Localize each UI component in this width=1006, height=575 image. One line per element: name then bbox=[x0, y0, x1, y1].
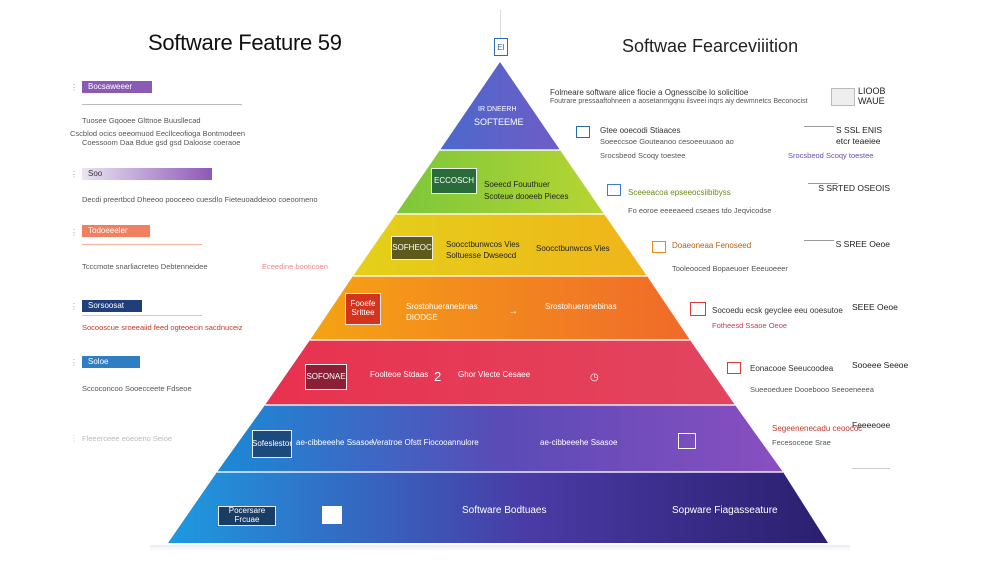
right-item-3-sub: Fotheesd Ssaoe Oeoe bbox=[712, 321, 788, 330]
tier-0-shape bbox=[440, 62, 560, 150]
left-item-3-caption: Socooscue sroeeaiid feed ogteoecin sacdn… bbox=[82, 323, 243, 332]
left-marker-icon: ⋮ bbox=[70, 228, 78, 237]
left-item-2-line bbox=[82, 244, 202, 245]
left-item-0-line bbox=[82, 104, 242, 105]
tier-0-label: SOFTEEME bbox=[474, 117, 524, 127]
tier-3-right-label: Srostohueranebinas bbox=[545, 302, 617, 311]
left-item-1-caption: Decdi preertbcd Dheeoo pooceeo cuesdIo F… bbox=[82, 195, 318, 204]
right-item-1-icon bbox=[607, 184, 621, 196]
tier-1-sub: Scoteue dooeeb Pieces bbox=[484, 192, 569, 201]
right-item-0-line bbox=[804, 126, 834, 127]
right-item-4-title: Eonacooe Seeucoodea bbox=[750, 364, 834, 373]
page-title-right: Softwae Fearceviiition bbox=[622, 36, 799, 56]
right-item-3-title: Socoedu ecsk geyclee eeu ooesutoe bbox=[712, 306, 843, 315]
tier-2-shape bbox=[353, 214, 647, 276]
right-item-0-num2: etcr teaeiee bbox=[836, 136, 881, 146]
left-marker-icon: ⋮ bbox=[70, 434, 78, 443]
right-item-5-num: Feeeeoee bbox=[852, 420, 891, 430]
tier-6-badge: Pocersare Frcuae bbox=[218, 506, 276, 526]
left-item-4-bar: Soloe bbox=[82, 356, 140, 368]
right-item-4-sub: Sueeoeduee Dooebooo Seeoeneeea bbox=[750, 385, 874, 394]
right-item-0-icon bbox=[576, 126, 590, 138]
tier-2-badge: SOFHEOC bbox=[391, 236, 433, 260]
tier-5-sub: ae-cibbeeehe Ssasoe bbox=[296, 438, 374, 447]
tier-2-sub: Soltuesse Dwseocd bbox=[446, 251, 517, 260]
tier-4-shape bbox=[265, 340, 735, 405]
tier-5-box-icon bbox=[678, 433, 696, 449]
right-item-0-accent: Srocsbeod Scoqy toestee bbox=[788, 151, 874, 160]
tier-3-sub: DIODGE bbox=[406, 313, 438, 322]
left-item-1-bar: Soo bbox=[82, 168, 212, 180]
right-item-1-line bbox=[808, 183, 838, 184]
left-item-0-caption2: Cscblod ocics oeeomuod Eecllceofioga Bon… bbox=[70, 129, 246, 138]
corner-logo: LIOOB WAUE bbox=[858, 86, 886, 106]
tier-4-badge: SOFONAE bbox=[305, 364, 347, 390]
left-item-2-caption2: Eceedine booticoen bbox=[262, 262, 328, 271]
right-item-1-title: Sceeeacoa epseeocsiibibyss bbox=[628, 188, 731, 197]
apex-marker-icon: EI bbox=[494, 38, 508, 56]
tier-5-shape bbox=[217, 405, 783, 472]
tier-1-label: Soeecd Fouuthuer bbox=[484, 180, 550, 189]
tier-4-number: 2 bbox=[434, 369, 442, 384]
right-item-2-sub: Tooleooced Bopaeuoer Eeeuoeeer bbox=[672, 264, 788, 273]
left-item-3-line bbox=[82, 315, 202, 316]
page-title-left: Software Feature 59 bbox=[148, 30, 342, 55]
tier-5-right-label: ae-cibbeeehe Ssasoe bbox=[540, 438, 618, 447]
left-item-2-bar: Todoeeeler bbox=[82, 225, 150, 237]
tier-4-label: Foolteoe Stdaas bbox=[370, 370, 429, 379]
right-item-5-line bbox=[852, 468, 890, 469]
tier-1-badge: ECCOSCH bbox=[431, 168, 477, 194]
tier-3-shape bbox=[310, 276, 690, 340]
right-item-5-title: Segeenenecadu ceoococ bbox=[772, 424, 863, 433]
right-item-0-num: S SSL ENIS bbox=[836, 125, 882, 135]
corner-image-icon bbox=[831, 88, 855, 106]
right-item-0-title: Gtee ooecodi Stiaaces bbox=[600, 126, 681, 135]
tier-3-arrow-icon: → bbox=[508, 306, 518, 317]
right-item-1-sub: Fo eoroe eeeeaeed cseaes tdo Jeqvicodse bbox=[628, 206, 772, 215]
right-item-1-num: S SRTED OSEOIS bbox=[818, 183, 890, 193]
right-item-0-sub2: Srocsbeod Scoqy toestee bbox=[600, 151, 686, 160]
tier-2-label: Soocctbunwcos Vies bbox=[446, 240, 520, 249]
tier-0-sub: IR DNEERH bbox=[478, 106, 517, 113]
right-item-2-title: Doaeoneaa Fenoseed bbox=[672, 241, 752, 250]
left-item-0-caption: Tuosee Gqooee Glttnoe Buusllecad bbox=[82, 116, 201, 125]
left-item-3-bar: Sorsoosat bbox=[82, 300, 142, 312]
header-right-text: Folmeare software alice fiocie a Ognessc… bbox=[550, 88, 749, 97]
tier-4-sub: Ghor Vlecte Cesaee bbox=[458, 370, 531, 379]
right-item-5-sub: Fecesoceoe Srae bbox=[772, 438, 831, 447]
right-item-4-num: Sooeee Seeoe bbox=[852, 360, 909, 370]
header-right-sub: Foutrare pressaaftohneen a aosetanmgqnu … bbox=[550, 98, 808, 105]
left-marker-icon: ⋮ bbox=[70, 358, 78, 367]
left-item-0-bar: Bocsaweeer bbox=[82, 81, 152, 93]
tier-5-label: Veratroe Ofstt Fiocooannulore bbox=[372, 438, 479, 447]
pyramid-base-shadow bbox=[150, 545, 850, 551]
top-connector-line bbox=[500, 10, 501, 38]
tier-6-flag-icon bbox=[322, 506, 342, 524]
tier-5-badge: Sofeslestor bbox=[252, 430, 292, 458]
left-marker-icon: ⋮ bbox=[70, 170, 78, 179]
tier-3-badge: Fooefe Srlttee bbox=[345, 293, 381, 325]
left-marker-icon: ⋮ bbox=[70, 302, 78, 311]
left-item-2-caption: Tcccmote snarliacreteo Debtenneidee bbox=[82, 262, 208, 271]
tier-6-shape bbox=[168, 472, 828, 543]
left-item-0-caption3: Coessoom Daa Bdue gsd gsd Daloose coerao… bbox=[82, 138, 241, 147]
tier-6-sub: Sopware Fiagasseature bbox=[672, 505, 778, 516]
left-item-4-caption: Sccoconcoo Sooecceete Fdseoe bbox=[82, 384, 192, 393]
left-item-5-caption: Fleeerceee eoeoeno Seioe bbox=[82, 434, 173, 443]
right-item-2-icon bbox=[652, 241, 666, 253]
right-item-4-icon bbox=[727, 362, 741, 374]
tier-6-label: Software Bodtuaes bbox=[462, 505, 547, 516]
tier-1-shape bbox=[396, 150, 604, 214]
tier-4-clock-icon: ◷ bbox=[590, 372, 599, 383]
tier-2-extra: Soocctbunwcos Vies bbox=[536, 244, 610, 253]
right-item-3-icon bbox=[690, 302, 706, 316]
right-item-0-sub: Soeeccsoe Gouteanoo cesoeeuuaoo ao bbox=[600, 137, 734, 146]
tier-3-label: Srostohueranebinas bbox=[406, 302, 478, 311]
left-marker-icon: ⋮ bbox=[70, 83, 78, 92]
right-item-3-num: SEEE Oeoe bbox=[852, 302, 898, 312]
right-item-2-num: S SREE Oeoe bbox=[835, 239, 890, 249]
right-item-2-line bbox=[804, 240, 834, 241]
